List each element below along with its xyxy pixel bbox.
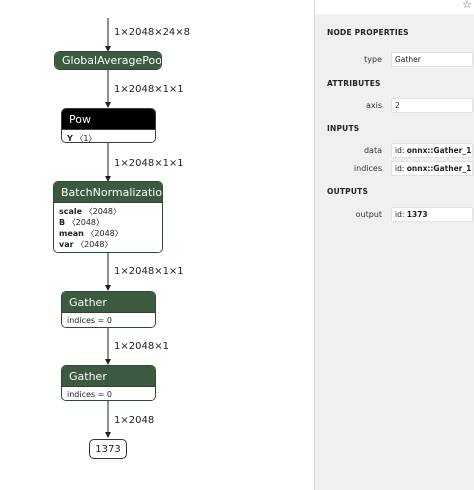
star-icon[interactable]: ☆	[462, 0, 472, 11]
graph-edges	[105, 18, 111, 438]
node-gather-2[interactable]: Gather indices = 0	[61, 365, 156, 401]
attr-key: Y	[67, 134, 73, 143]
attr-row: mean 〈2048〉	[59, 228, 157, 239]
node-title: Gather	[62, 292, 155, 312]
node-title: Pow	[62, 109, 155, 129]
indices-value-prefix: id:	[395, 164, 407, 173]
output-label: 1373	[95, 443, 121, 455]
node-gather-1[interactable]: Gather indices = 0	[61, 291, 156, 328]
node-batch-normalization[interactable]: BatchNormalization scale 〈2048〉 B 〈2048〉…	[53, 181, 163, 253]
data-value-id: onnx::Gather_1371	[406, 146, 472, 155]
node-attributes: Y 〈1〉	[62, 129, 155, 143]
attr-row: scale 〈2048〉	[59, 206, 157, 217]
axis-value: 2	[391, 98, 473, 113]
data-value: id: onnx::Gather_1371	[391, 143, 473, 158]
output-value-prefix: id:	[395, 210, 407, 219]
node-output-1373[interactable]: 1373	[89, 439, 127, 459]
node-attributes: scale 〈2048〉 B 〈2048〉 mean 〈2048〉 var 〈2…	[54, 202, 162, 252]
node-properties-panel: NODE PROPERTIES type Gather ATTRIBUTES a…	[314, 14, 474, 490]
edge-label-6: 1×2048	[114, 415, 155, 426]
attr-key: B	[59, 218, 66, 227]
type-label: type	[364, 55, 382, 64]
output-value-id: 1373	[406, 210, 428, 219]
panel-title: NODE PROPERTIES	[327, 28, 409, 37]
indices-value-id: onnx::Gather_1370	[406, 164, 472, 173]
graph-canvas[interactable]: 1×2048×24×8 1×2048×1×1 1×2048×1×1 1×2048…	[0, 0, 314, 490]
attributes-title: ATTRIBUTES	[327, 79, 381, 88]
attr-key: scale	[59, 207, 83, 216]
attr-row: var 〈2048〉	[59, 239, 157, 250]
output-label: output	[355, 210, 382, 219]
indices-value: id: onnx::Gather_1370	[391, 161, 473, 176]
axis-label: axis	[365, 101, 382, 110]
attr-value: 〈1〉	[75, 134, 97, 143]
attr-value: 〈2048〉	[76, 240, 113, 249]
attr-value: 〈2048〉	[84, 207, 121, 216]
node-attributes: indices = 0	[62, 312, 155, 327]
data-value-prefix: id:	[395, 146, 407, 155]
indices-label: indices	[353, 164, 382, 173]
node-attributes: indices = 0	[62, 386, 155, 400]
node-title: GlobalAveragePool	[55, 52, 161, 69]
attr-row: B 〈2048〉	[59, 217, 157, 228]
node-title: BatchNormalization	[54, 182, 162, 202]
edge-label-5: 1×2048×1	[114, 341, 169, 352]
edge-label-1: 1×2048×24×8	[114, 27, 191, 38]
type-value: Gather	[391, 52, 473, 67]
node-pow[interactable]: Pow Y 〈1〉	[61, 108, 156, 143]
attr-value: 〈2048〉	[67, 218, 105, 227]
edge-label-3: 1×2048×1×1	[114, 158, 184, 169]
top-strip: ☆	[314, 0, 474, 14]
attr-key: var	[59, 240, 74, 249]
edge-label-4: 1×2048×1×1	[114, 266, 184, 277]
edge-label-2: 1×2048×1×1	[114, 84, 184, 95]
outputs-title: OUTPUTS	[327, 187, 369, 196]
node-title: Gather	[62, 366, 155, 386]
node-global-average-pool[interactable]: GlobalAveragePool	[54, 51, 162, 70]
output-value: id: 1373	[391, 207, 473, 222]
attr-value: 〈2048〉	[86, 229, 123, 238]
inputs-title: INPUTS	[327, 124, 360, 133]
attr-key: mean	[59, 229, 84, 238]
data-label: data	[363, 146, 382, 155]
